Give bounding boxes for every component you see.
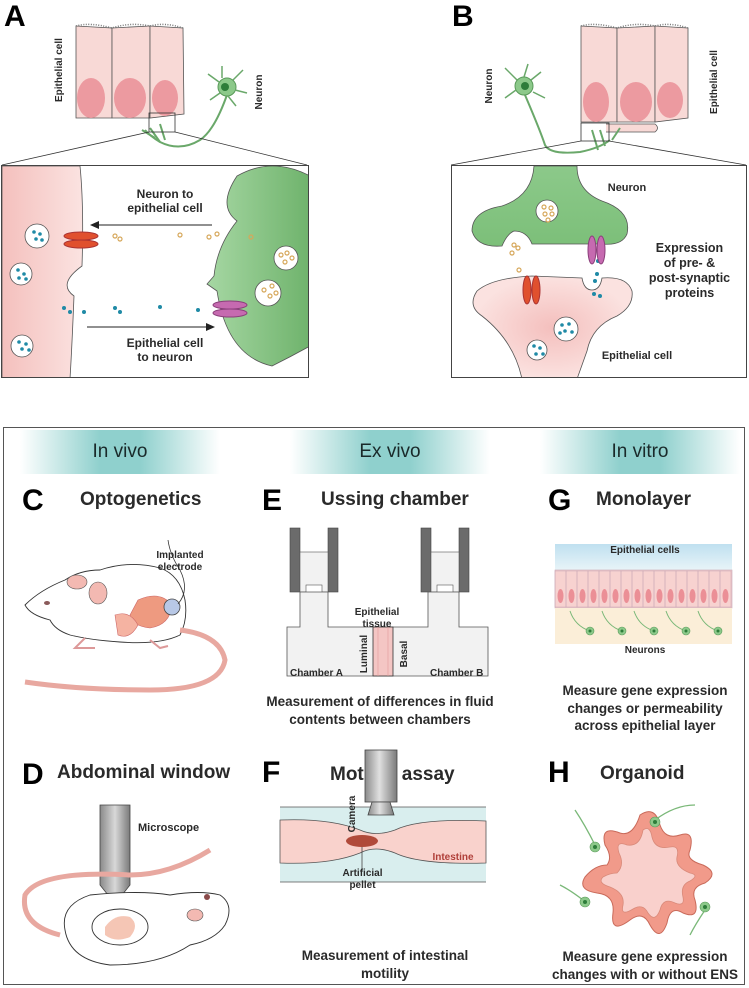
category-header-in-vivo: In vivo [20,430,220,474]
cell-nucleus [579,589,586,603]
label-microscope: Microscope [138,822,200,834]
label-epithelial-to-neuron: Epithelial cell to neuron [126,336,204,365]
label-zoom-neuron-b: Neuron [607,182,647,194]
title-ussing-chamber: Ussing chamber [321,489,469,510]
neuron-nucleus [716,629,720,633]
panel-a-synapse-illustration [2,166,308,377]
label-expression: Expression of pre- & post-synaptic prote… [648,241,731,300]
caption-monolayer: Measure gene expression changes or perme… [562,683,728,734]
caption-ussing-chamber: Measurement of differences in fluid cont… [266,694,494,727]
caption-organoid: Measure gene expression changes with or … [551,949,738,982]
neuron-nucleus [620,629,624,633]
category-header-ex-vivo: Ex vivo [290,430,490,474]
category-header-in-vitro: In vitro [540,430,740,474]
motility-assay-illustration [279,749,487,883]
panel-letter-h: H [548,756,570,789]
panel-b-zoom-box: Neuron Epithelial cell Expression of pre… [451,165,747,378]
title-monolayer: Monolayer [596,489,692,510]
label-artificial-pellet: Artificial pellet [342,868,383,891]
label-chamber-b: Chamber B [430,668,484,679]
panel-letter-d: D [22,758,44,791]
caption-motility-assay: Measurement of intestinal motility [301,948,469,981]
panel-a-epithelium-illustration [1,23,747,166]
cell-nucleus [667,589,674,603]
label-neurons: Neurons [624,645,666,656]
cell-nucleus [645,589,652,603]
cell-nucleus [601,589,608,603]
panel-letter-b: B [452,0,474,33]
cell-nucleus [678,589,685,603]
cell-nucleus [612,589,619,603]
cell-nucleus [590,589,597,603]
label-zoom-epithelial-b: Epithelial cell [601,350,673,362]
cell-nucleus [711,589,718,603]
title-optogenetics: Optogenetics [80,489,202,510]
epithelial-cell [719,570,732,608]
monolayer-illustration [554,544,733,644]
cell-nucleus [689,589,696,603]
cell-nucleus [557,589,564,603]
label-intestine: Intestine [432,852,474,863]
title-abdominal-window: Abdominal window [57,762,231,783]
abdominal-window-mouse-illustration [21,804,230,966]
panel-letter-e: E [262,484,283,517]
label-neuron-a: Neuron [254,74,265,110]
cell-nucleus [568,589,575,603]
cell-nucleus [656,589,663,603]
epithelial-cells-b [580,23,689,133]
neuron-nucleus [652,629,656,633]
label-camera: Camera [347,795,358,833]
label-epithelial-tissue: Epithelial tissue [354,607,400,630]
label-neuron-b: Neuron [484,68,495,104]
cell-nucleus [722,589,729,603]
panel-letter-a: A [4,0,26,33]
panel-letter-f: F [262,756,281,789]
methods-frame [3,427,745,985]
panel-letter-c: C [22,484,44,517]
label-basal: Basal [399,640,410,668]
optogenetics-mouse-illustration [24,539,228,693]
neuron-nucleus [588,629,592,633]
label-implanted-electrode: Implanted electrode [156,550,204,573]
panel-letter-g: G [548,484,572,517]
label-epithelial-cell-a: Epithelial cell [54,38,65,102]
category-label: In vitro [611,441,669,462]
category-label: Ex vivo [359,441,421,462]
label-luminal: Luminal [359,634,370,674]
panel-b-synapse-illustration [471,166,633,377]
organoid-illustration [559,804,713,936]
panel-a-zoom-box: Neuron to epithelial cell Epithelial cel… [1,165,309,378]
cell-nucleus [634,589,641,603]
label-epithelial-cell-b: Epithelial cell [709,50,720,114]
cell-nucleus [623,589,630,603]
cell-nucleus [700,589,707,603]
label-chamber-a: Chamber A [290,668,343,679]
neuron-nucleus [684,629,688,633]
category-label: In vivo [92,441,148,462]
label-epithelial-cells: Epithelial cells [610,545,680,556]
label-neuron-to-epithelial: Neuron to epithelial cell [127,187,203,216]
title-organoid: Organoid [600,763,685,784]
epithelial-cells [75,23,185,119]
ussing-chamber-illustration [286,527,489,677]
